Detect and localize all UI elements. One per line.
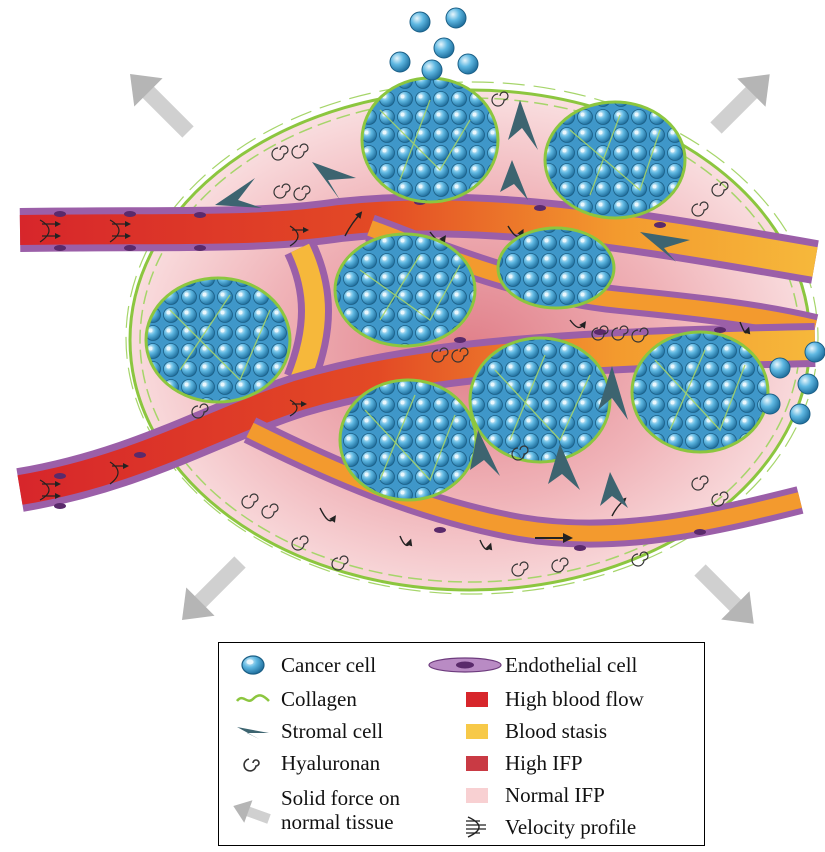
force-arrow-bottom-right (686, 556, 768, 638)
legend-label: Hyaluronan (281, 753, 380, 774)
normal-ifp-swatch (449, 781, 505, 809)
legend-label: Collagen (281, 689, 357, 710)
collagen-icon (225, 685, 281, 713)
legend-item-solid-force: Solid force on normal tissue (225, 783, 441, 839)
cancer-cell (798, 374, 818, 394)
cancer-cell (760, 394, 780, 414)
tumor-nodule (470, 338, 610, 462)
legend-item-endothelial-cell: Endothelial cell (425, 651, 637, 679)
legend-item-collagen: Collagen (225, 685, 357, 713)
legend-label: Solid force on normal tissue (281, 787, 441, 834)
tumor-nodule (545, 102, 685, 218)
arrow-icon (225, 783, 281, 839)
legend-item-blood-stasis: Blood stasis (449, 717, 607, 745)
high-ifp-swatch (449, 749, 505, 777)
legend-label: Stromal cell (281, 721, 383, 742)
legend-item-high-ifp: High IFP (449, 749, 583, 777)
legend-item-normal-ifp: Normal IFP (449, 781, 605, 809)
high-blood-flow-swatch (449, 685, 505, 713)
cancer-cell (805, 342, 825, 362)
legend-item-velocity-profile: Velocity profile (449, 813, 636, 841)
cancer-cell-icon (225, 651, 281, 679)
cancer-cell (410, 12, 430, 32)
cancer-cell (790, 404, 810, 424)
blood-stasis-swatch (449, 717, 505, 745)
cancer-cell (458, 54, 478, 74)
tumor-microenvironment-diagram (0, 0, 825, 640)
legend-item-stromal-cell: Stromal cell (225, 717, 383, 745)
legend-label: Endothelial cell (505, 655, 637, 676)
legend-label: High blood flow (505, 689, 644, 710)
stromal-cell-icon (225, 717, 281, 745)
hyaluronan-icon (225, 749, 281, 777)
legend-label: Blood stasis (505, 721, 607, 742)
endothelial-cell-icon (425, 651, 505, 679)
cancer-cell (390, 52, 410, 72)
tumor-nodule (335, 234, 475, 346)
cancer-cell (434, 38, 454, 58)
legend-item-high-blood-flow: High blood flow (449, 685, 644, 713)
cancer-cell (446, 8, 466, 28)
force-arrow-bottom-left (168, 548, 254, 634)
tumor-nodule (632, 332, 768, 452)
legend-label: Normal IFP (505, 785, 605, 806)
tumor-nodule (340, 380, 476, 500)
legend-label: Cancer cell (281, 655, 376, 676)
cancer-cell (770, 358, 790, 378)
force-arrow-top-right (702, 60, 784, 142)
legend-item-cancer-cell: Cancer cell (225, 651, 376, 679)
legend-item-hyaluronan: Hyaluronan (225, 749, 380, 777)
legend-label: High IFP (505, 753, 583, 774)
tumor-nodule (362, 78, 498, 202)
tumor-nodule (146, 278, 290, 402)
force-arrow-top-left (116, 60, 202, 146)
tumor-nodule (498, 228, 614, 308)
velocity-profile-icon (449, 813, 505, 841)
legend-label: Velocity profile (505, 817, 636, 838)
legend: Cancer cell Collagen Stromal cell Hyalur… (218, 642, 705, 846)
cancer-cell (422, 60, 442, 80)
